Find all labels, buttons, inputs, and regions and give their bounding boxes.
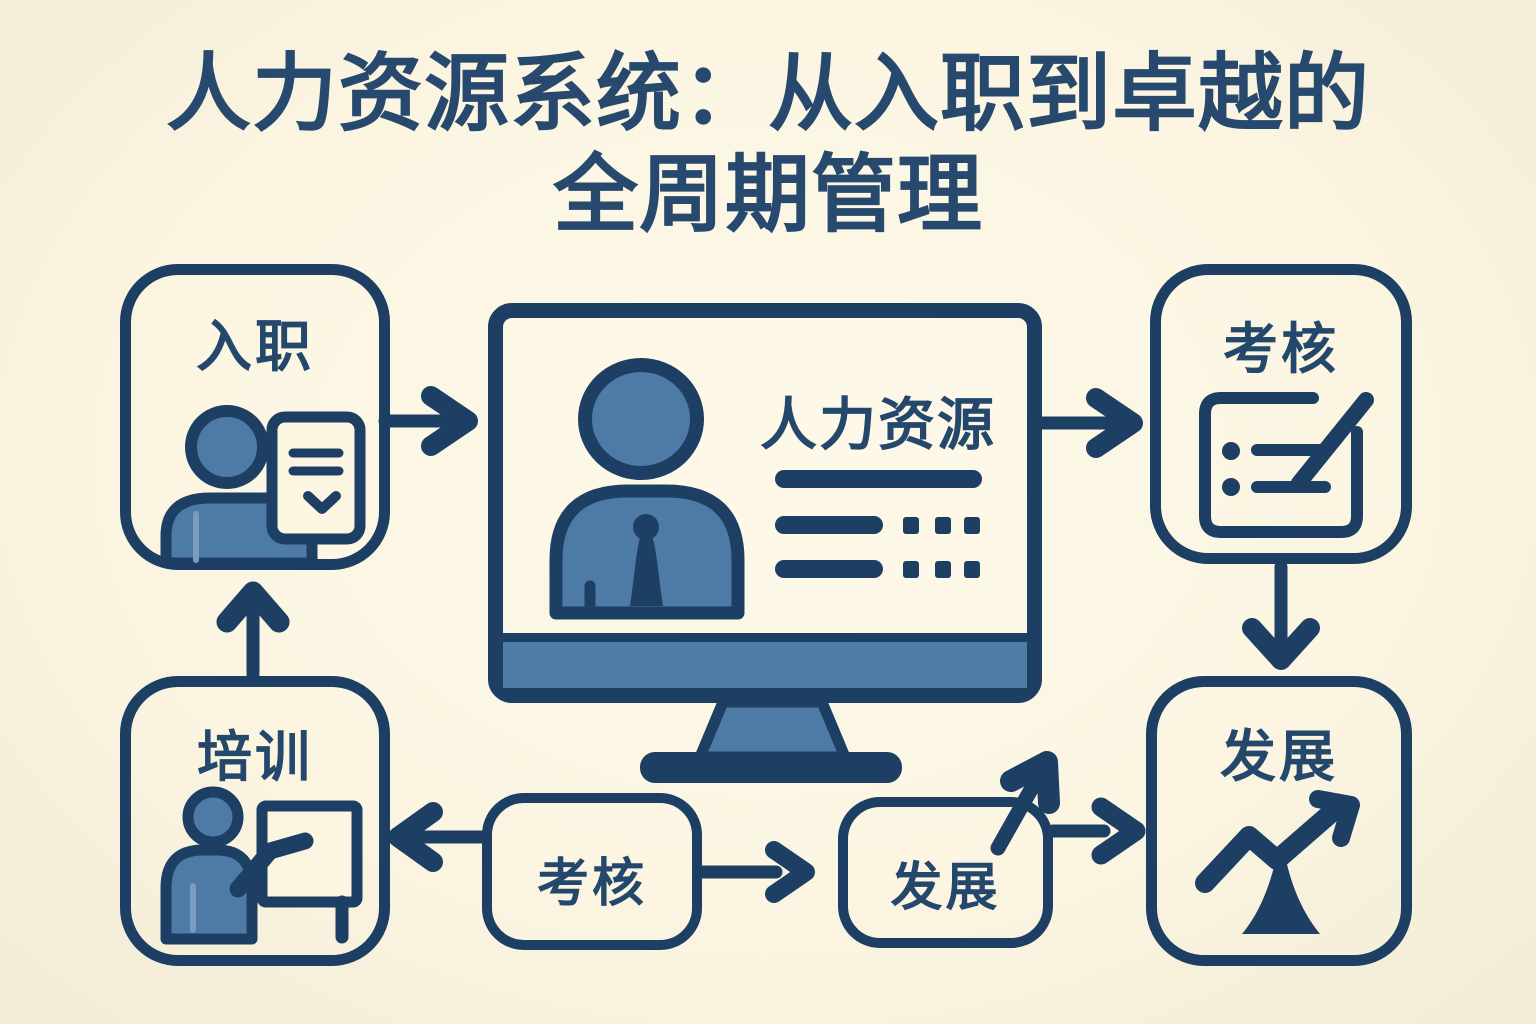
node-onboarding-label: 入职 [196, 315, 314, 380]
node-assessment [1150, 264, 1412, 564]
arrow-assessment-step-to-development-step [695, 841, 815, 903]
arrow-development-step-to-development [1046, 797, 1146, 865]
title-line-1: 人力资源系统：从入职到卓越的 [165, 45, 1370, 144]
monitor-stand [640, 696, 902, 783]
hr-system-label: 人力资源 [760, 392, 996, 458]
arrow-assessment-step-to-training [388, 802, 489, 872]
node-training-label: 培训 [196, 725, 313, 789]
arrow-onboarding-to-hr [378, 386, 478, 456]
hr-monitor [488, 303, 1042, 703]
arrow-training-to-onboarding [216, 581, 290, 681]
monitor-bottom-bar [503, 633, 1027, 688]
node-development-step [838, 797, 1053, 948]
node-assessment-step-label: 考核 [536, 854, 647, 914]
arrow-assessment-to-development [1242, 560, 1320, 670]
node-assessment-label: 考核 [1222, 317, 1339, 381]
node-training [120, 676, 390, 966]
poster-title: 人力资源系统：从入职到卓越的 全周期管理 [0, 44, 1536, 246]
title-line-2: 全周期管理 [552, 146, 983, 245]
node-development-label: 发展 [1220, 725, 1338, 790]
arrow-hr-to-assessment [1036, 388, 1143, 458]
node-development [1146, 676, 1412, 966]
node-development-step-label: 发展 [890, 858, 1001, 918]
